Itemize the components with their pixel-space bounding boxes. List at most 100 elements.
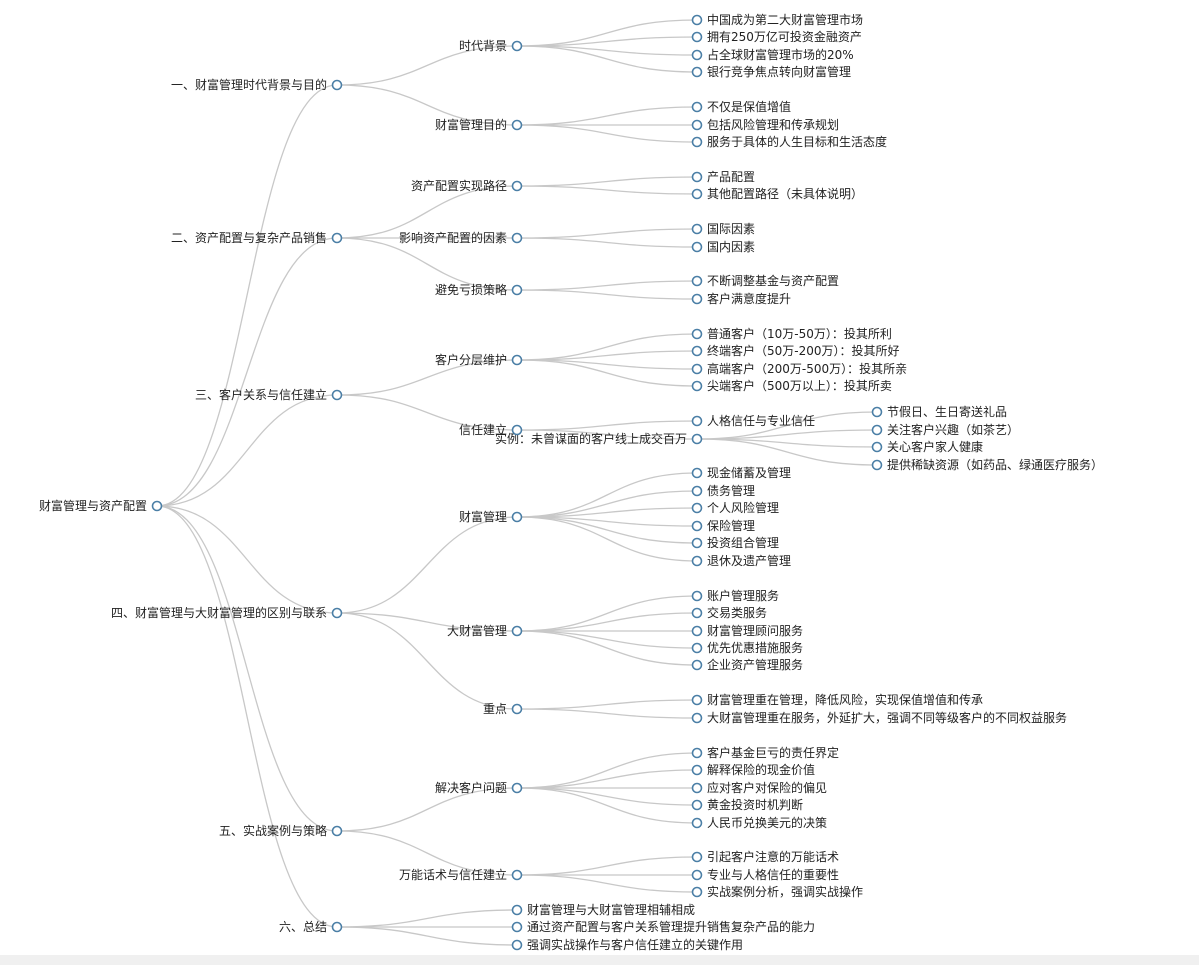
node-toggle-icon[interactable]	[691, 136, 703, 148]
node-1-1[interactable]: 时代背景	[459, 39, 523, 53]
node-toggle-icon[interactable]	[511, 511, 523, 523]
node-5-2-2[interactable]: 专业与人格信任的重要性	[691, 867, 840, 882]
node-2[interactable]: 二、资产配置与复杂产品销售	[171, 230, 343, 245]
node-toggle-icon[interactable]	[871, 406, 883, 418]
node-4-2-4[interactable]: 优先优惠措施服务	[691, 640, 804, 655]
node-toggle-icon[interactable]	[151, 500, 163, 512]
node-toggle-icon[interactable]	[511, 232, 523, 244]
node-4-2-3[interactable]: 财富管理顾问服务	[691, 623, 804, 638]
node-5-1-3[interactable]: 应对客户对保险的偏见	[691, 780, 828, 795]
node-2-2-2[interactable]: 国内因素	[691, 240, 756, 254]
node-3-1-2[interactable]: 终端客户（50万-200万）：投其所好	[691, 343, 900, 358]
node-toggle-icon[interactable]	[511, 284, 523, 296]
node-toggle-icon[interactable]	[691, 415, 703, 427]
node-2-3-2[interactable]: 客户满意度提升	[691, 291, 792, 306]
node-toggle-icon[interactable]	[691, 799, 703, 811]
node-1-2-1[interactable]: 不仅是保值增值	[691, 99, 792, 114]
node-toggle-icon[interactable]	[691, 869, 703, 881]
node-1-2-2[interactable]: 包括风险管理和传承规划	[691, 117, 840, 132]
node-1[interactable]: 一、财富管理时代背景与目的	[171, 77, 343, 92]
node-3-1[interactable]: 客户分层维护	[435, 352, 523, 367]
node-toggle-icon[interactable]	[691, 764, 703, 776]
node-toggle-icon[interactable]	[691, 555, 703, 567]
node-6[interactable]: 六、总结	[279, 920, 343, 934]
node-toggle-icon[interactable]	[691, 171, 703, 183]
node-toggle-icon[interactable]	[511, 625, 523, 637]
node-toggle-icon[interactable]	[691, 467, 703, 479]
node-5-1[interactable]: 解决客户问题	[435, 780, 523, 795]
node-2-1-2[interactable]: 其他配置路径（未具体说明）	[691, 186, 864, 201]
node-4-2-2[interactable]: 交易类服务	[691, 605, 768, 620]
node-6-2[interactable]: 通过资产配置与客户关系管理提升销售复杂产品的能力	[511, 919, 816, 934]
node-toggle-icon[interactable]	[871, 459, 883, 471]
node-toggle-icon[interactable]	[511, 869, 523, 881]
node-4-2-1[interactable]: 账户管理服务	[691, 588, 780, 603]
node-1-1-4[interactable]: 银行竞争焦点转向财富管理	[691, 64, 852, 79]
node-3-1-3[interactable]: 高端客户（200万-500万）：投其所亲	[691, 361, 908, 376]
node-toggle-icon[interactable]	[511, 921, 523, 933]
node-5-1-2[interactable]: 解释保险的现金价值	[691, 762, 816, 777]
node-toggle-icon[interactable]	[691, 223, 703, 235]
node-toggle-icon[interactable]	[691, 14, 703, 26]
node-toggle-icon[interactable]	[331, 825, 343, 837]
node-3-2-2[interactable]: 实例：未曾谋面的客户线上成交百万	[495, 431, 703, 446]
node-2-1[interactable]: 资产配置实现路径	[411, 178, 523, 193]
node-3-2-2-1[interactable]: 节假日、生日寄送礼品	[871, 404, 1008, 419]
node-1-2[interactable]: 财富管理目的	[435, 117, 523, 132]
node-3-2[interactable]: 信任建立	[459, 422, 523, 437]
node-6-3[interactable]: 强调实战操作与客户信任建立的关键作用	[511, 937, 744, 952]
node-1-1-2[interactable]: 拥有250万亿可投资金融资产	[691, 29, 862, 44]
node-toggle-icon[interactable]	[691, 712, 703, 724]
node-toggle-icon[interactable]	[511, 119, 523, 131]
node-toggle-icon[interactable]	[691, 101, 703, 113]
node-toggle-icon[interactable]	[871, 441, 883, 453]
node-toggle-icon[interactable]	[691, 345, 703, 357]
node-3-2-2-2[interactable]: 关注客户兴趣（如茶艺）	[871, 422, 1020, 437]
node-toggle-icon[interactable]	[691, 590, 703, 602]
node-3-1-1[interactable]: 普通客户（10万-50万）：投其所利	[691, 326, 892, 341]
node-toggle-icon[interactable]	[691, 642, 703, 654]
node-4-3-1[interactable]: 财富管理重在管理，降低风险，实现保值增值和传承	[691, 692, 984, 707]
node-toggle-icon[interactable]	[331, 79, 343, 91]
node-4-1-6[interactable]: 退休及遗产管理	[691, 553, 792, 568]
node-4-3[interactable]: 重点	[483, 702, 523, 716]
node-toggle-icon[interactable]	[691, 607, 703, 619]
node-1-1-1[interactable]: 中国成为第二大财富管理市场	[691, 12, 864, 27]
node-3-2-1[interactable]: 人格信任与专业信任	[691, 413, 816, 428]
node-toggle-icon[interactable]	[331, 607, 343, 619]
node-toggle-icon[interactable]	[331, 921, 343, 933]
node-toggle-icon[interactable]	[691, 485, 703, 497]
node-4-2-5[interactable]: 企业资产管理服务	[691, 657, 804, 672]
node-3-2-2-4[interactable]: 提供稀缺资源（如药品、绿通医疗服务）	[871, 457, 1104, 472]
node-toggle-icon[interactable]	[691, 851, 703, 863]
node-toggle-icon[interactable]	[691, 49, 703, 61]
node-toggle-icon[interactable]	[511, 40, 523, 52]
node-toggle-icon[interactable]	[691, 380, 703, 392]
root-node[interactable]: 财富管理与资产配置	[39, 498, 163, 513]
node-toggle-icon[interactable]	[691, 188, 703, 200]
node-toggle-icon[interactable]	[691, 328, 703, 340]
node-4-1-3[interactable]: 个人风险管理	[691, 500, 780, 515]
node-toggle-icon[interactable]	[691, 66, 703, 78]
node-2-3[interactable]: 避免亏损策略	[435, 282, 523, 297]
node-toggle-icon[interactable]	[511, 904, 523, 916]
node-5[interactable]: 五、实战案例与策略	[219, 823, 343, 838]
node-3[interactable]: 三、客户关系与信任建立	[195, 387, 343, 402]
node-toggle-icon[interactable]	[691, 31, 703, 43]
node-2-2-1[interactable]: 国际因素	[691, 222, 756, 236]
node-toggle-icon[interactable]	[691, 886, 703, 898]
node-4-1-1[interactable]: 现金储蓄及管理	[691, 465, 792, 480]
node-4-1[interactable]: 财富管理	[459, 509, 523, 524]
node-toggle-icon[interactable]	[691, 502, 703, 514]
node-toggle-icon[interactable]	[691, 433, 703, 445]
node-toggle-icon[interactable]	[511, 939, 523, 951]
node-4-1-5[interactable]: 投资组合管理	[691, 535, 780, 550]
node-toggle-icon[interactable]	[691, 119, 703, 131]
node-5-1-5[interactable]: 人民币兑换美元的决策	[691, 815, 828, 830]
node-5-1-1[interactable]: 客户基金巨亏的责任界定	[691, 745, 840, 760]
node-6-1[interactable]: 财富管理与大财富管理相辅相成	[511, 902, 696, 917]
node-4-3-2[interactable]: 大财富管理重在服务，外延扩大，强调不同等级客户的不同权益服务	[691, 710, 1068, 725]
node-1-1-3[interactable]: 占全球财富管理市场的20%	[691, 47, 854, 62]
node-2-3-1[interactable]: 不断调整基金与资产配置	[691, 273, 840, 288]
node-toggle-icon[interactable]	[691, 293, 703, 305]
